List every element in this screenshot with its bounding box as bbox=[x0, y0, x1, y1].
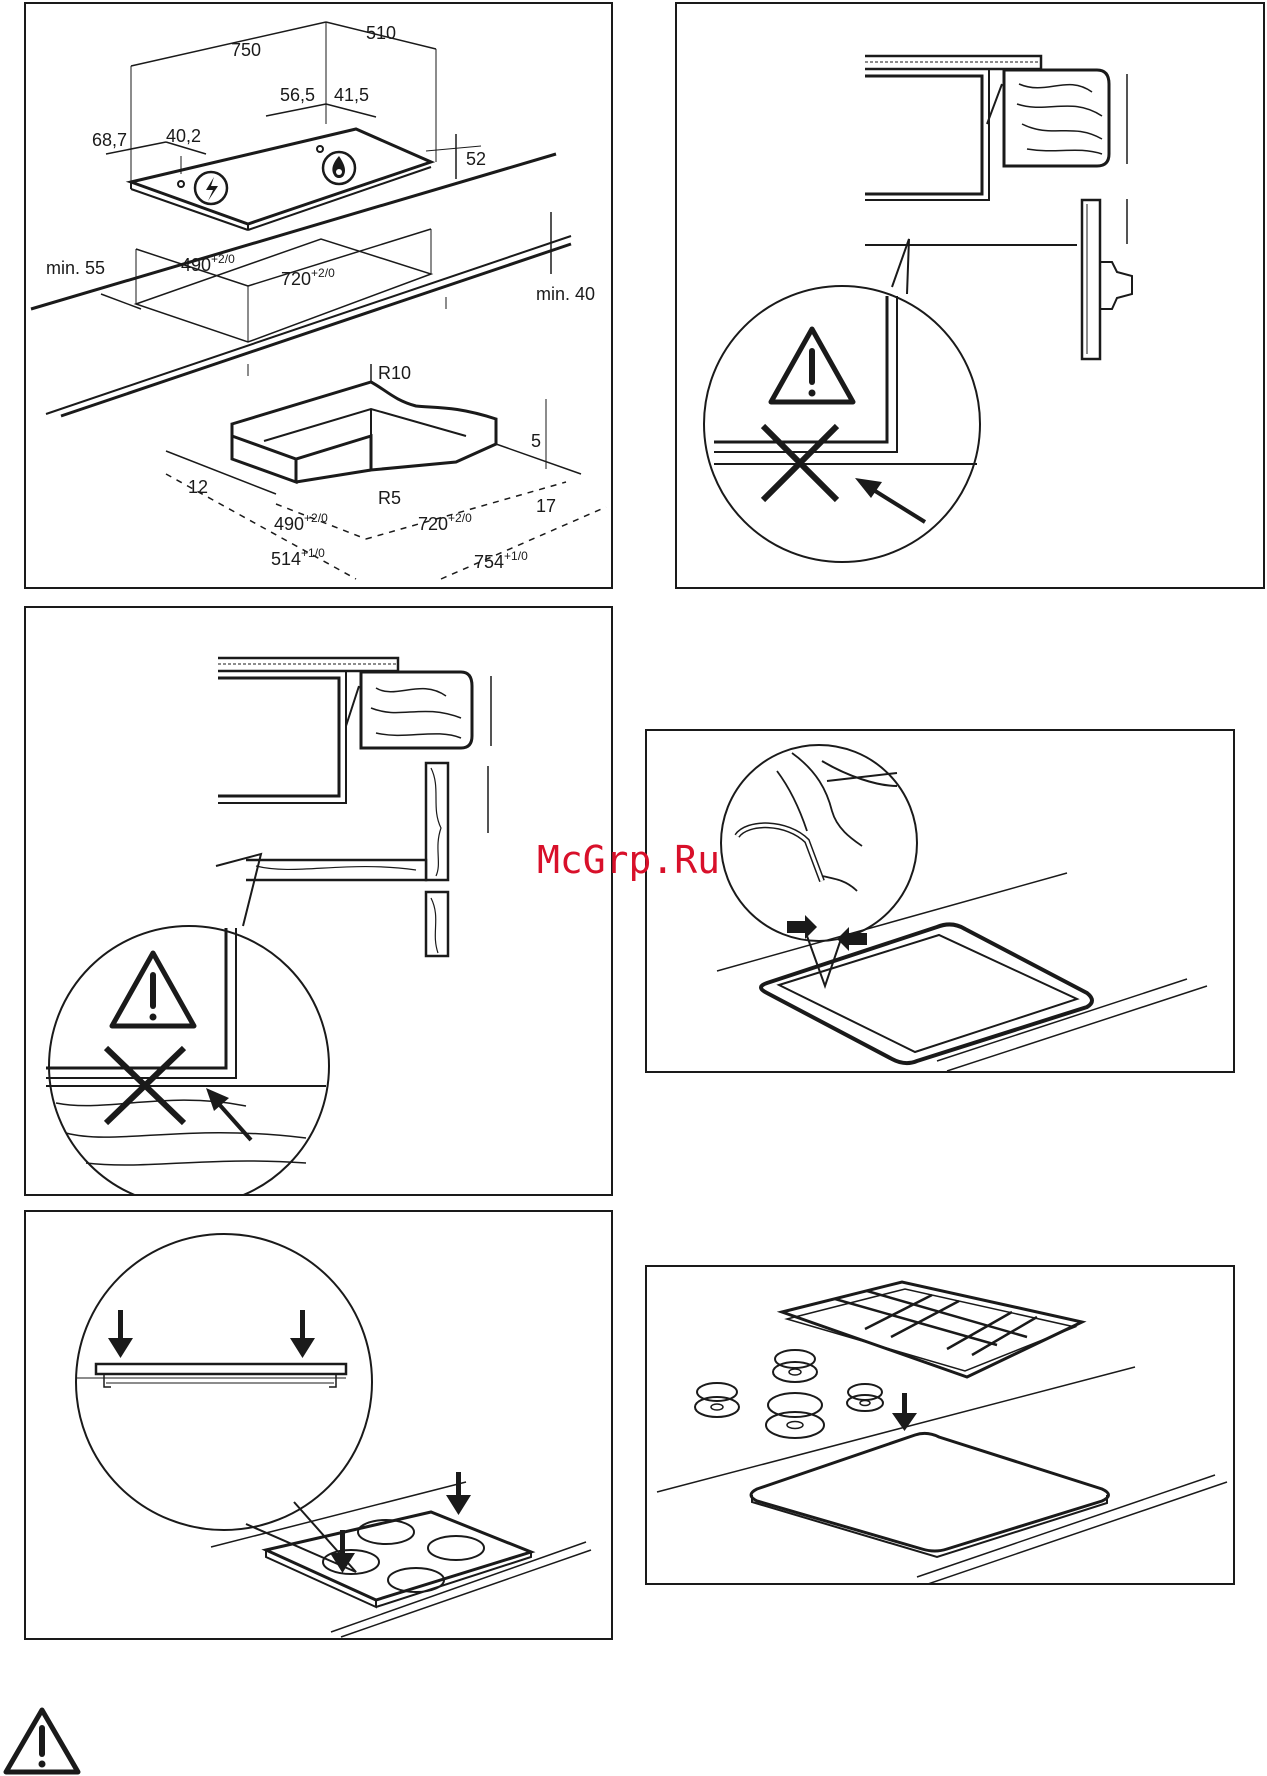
dim-offset-c-label: 68,7 bbox=[92, 130, 127, 150]
seal-height-label: 5 bbox=[531, 431, 541, 451]
panel-place-hob bbox=[24, 1210, 613, 1640]
panel-gas-hob-parts bbox=[645, 1265, 1235, 1585]
panel-apply-seal bbox=[645, 729, 1235, 1073]
cutout-diagram: 750 510 56,5 41,5 68,7 40,2 52 min. 55 m… bbox=[26, 4, 613, 589]
arrow-icon bbox=[787, 915, 867, 951]
seal-left-label: 12 bbox=[188, 477, 208, 497]
arrow-icon bbox=[855, 478, 925, 522]
dim-width-label: 750 bbox=[231, 40, 261, 60]
oven-clearance-diagram bbox=[677, 4, 1265, 589]
seal-outer-width-label: 754+1/0 bbox=[474, 549, 528, 572]
dim-depth-label: 510 bbox=[366, 23, 396, 43]
dim-min-back-label: min. 40 bbox=[536, 284, 595, 304]
seal-inner-width-label: 720+2/0 bbox=[418, 511, 472, 534]
warning-triangle-icon bbox=[112, 953, 194, 1026]
dim-offset-a-label: 56,5 bbox=[280, 85, 315, 105]
panel-install-over-drawer bbox=[24, 606, 613, 1196]
warning-triangle-icon bbox=[771, 329, 853, 402]
dim-offset-d-label: 40,2 bbox=[166, 126, 201, 146]
flame-icon bbox=[323, 152, 355, 184]
dim-height-label: 52 bbox=[466, 149, 486, 169]
seal-application-diagram bbox=[647, 731, 1235, 1073]
seal-radius-inner-label: R5 bbox=[378, 488, 401, 508]
dim-min-front-label: min. 55 bbox=[46, 258, 105, 278]
dim-offset-b-label: 41,5 bbox=[334, 85, 369, 105]
gas-hob-parts-diagram bbox=[647, 1267, 1235, 1585]
seal-inner-depth-label: 490+2/0 bbox=[274, 511, 328, 534]
seal-outer-depth-label: 514+1/0 bbox=[271, 546, 325, 569]
dim-cut-width-label: 720+2/0 bbox=[281, 266, 335, 289]
panel-install-over-oven bbox=[675, 2, 1265, 589]
warning-triangle-icon bbox=[2, 1704, 82, 1776]
seal-right-label: 17 bbox=[536, 496, 556, 516]
hob-placement-diagram bbox=[26, 1212, 613, 1640]
arrow-icon bbox=[108, 1310, 471, 1573]
drawer-clearance-diagram bbox=[26, 608, 613, 1196]
seal-radius-outer-label: R10 bbox=[378, 363, 411, 383]
lightning-icon bbox=[195, 172, 227, 204]
watermark-text: McGrp.Ru bbox=[537, 838, 720, 882]
panel-cutout-dimensions: 750 510 56,5 41,5 68,7 40,2 52 min. 55 m… bbox=[24, 2, 613, 589]
